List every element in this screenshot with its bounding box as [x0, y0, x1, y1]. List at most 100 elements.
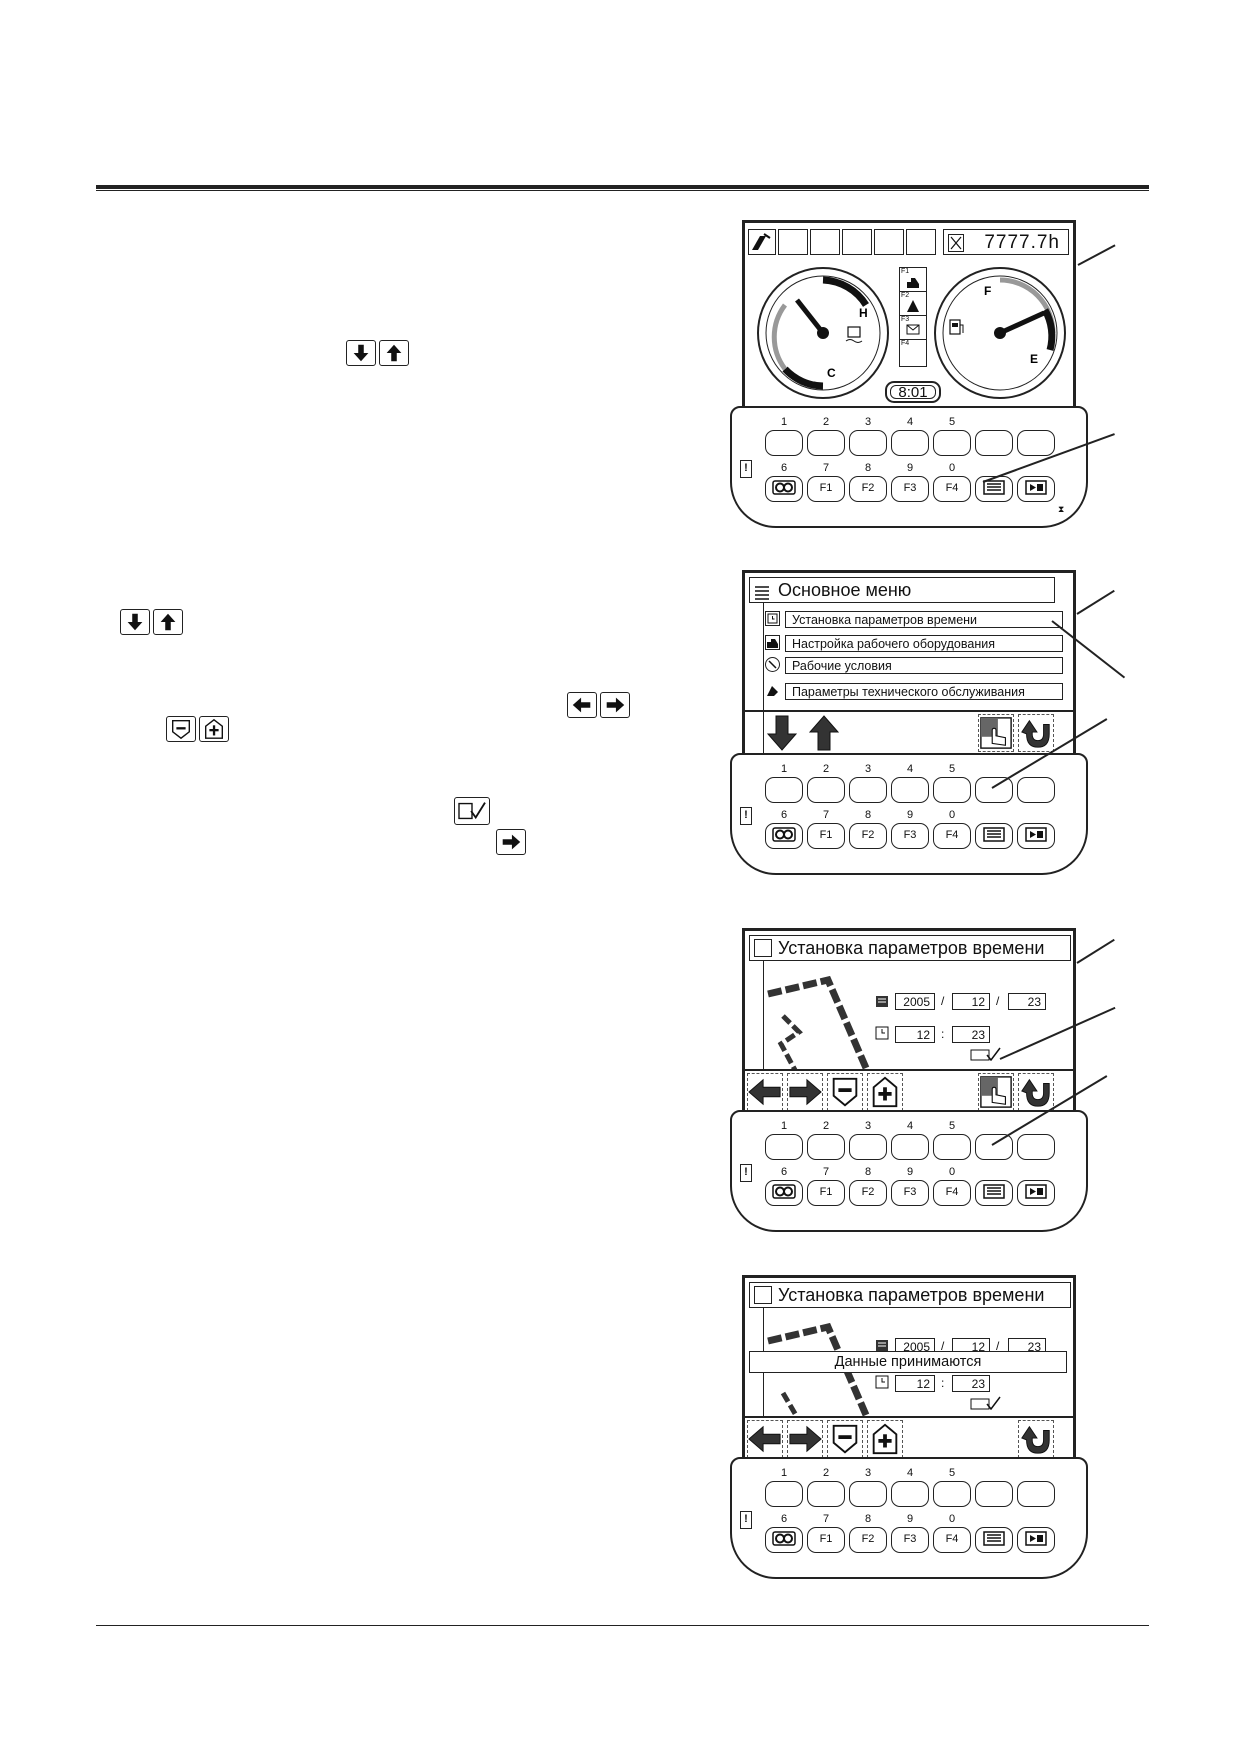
- key-5[interactable]: [933, 1134, 971, 1160]
- up-softkey[interactable]: [806, 714, 842, 752]
- camera-key[interactable]: [765, 1180, 803, 1206]
- right-softkey[interactable]: [787, 1073, 823, 1111]
- hour-field[interactable]: 12: [895, 1026, 935, 1043]
- f1-key[interactable]: F1: [807, 1180, 845, 1206]
- key-2[interactable]: [807, 1134, 845, 1160]
- fuel-empty-label: E: [1030, 352, 1038, 366]
- left-softkey[interactable]: [747, 1073, 783, 1111]
- f4-key[interactable]: F4: [933, 823, 971, 849]
- f3-key[interactable]: F3: [891, 823, 929, 849]
- key-1[interactable]: [765, 430, 803, 456]
- key-6-top[interactable]: [975, 777, 1013, 803]
- right-softkey[interactable]: [787, 1420, 823, 1458]
- key-2[interactable]: [807, 1481, 845, 1507]
- camera-key[interactable]: [765, 476, 803, 502]
- key-4[interactable]: [891, 777, 929, 803]
- minute-field[interactable]: 23: [952, 1375, 990, 1392]
- key-3[interactable]: [849, 430, 887, 456]
- camera-icon: [772, 1184, 796, 1199]
- key-1[interactable]: [765, 777, 803, 803]
- key-6-top[interactable]: [975, 1481, 1013, 1507]
- key-5[interactable]: [933, 777, 971, 803]
- menu-key[interactable]: [975, 823, 1013, 849]
- key-6-top[interactable]: [975, 1134, 1013, 1160]
- f3-key[interactable]: F3: [891, 1527, 929, 1553]
- top-rule-thin: [96, 190, 1149, 191]
- key-7-top[interactable]: [1017, 777, 1055, 803]
- enter-softkey[interactable]: [978, 1073, 1014, 1111]
- day-field[interactable]: 23: [1008, 1338, 1046, 1355]
- f4-key[interactable]: F4: [933, 476, 971, 502]
- key-7-top[interactable]: [1017, 1134, 1055, 1160]
- key-5[interactable]: [933, 430, 971, 456]
- key-3[interactable]: [849, 777, 887, 803]
- camera-key[interactable]: [765, 823, 803, 849]
- menu-item-attachment-settings[interactable]: Настройка рабочего оборудования: [785, 635, 1063, 652]
- camera-icon: [772, 1531, 796, 1546]
- menu-key[interactable]: [975, 476, 1013, 502]
- f1-key[interactable]: F1: [807, 476, 845, 502]
- monitor-panel-main: 7777.7h H C F1 F2 F3 F4: [730, 220, 1088, 545]
- key-3[interactable]: [849, 1481, 887, 1507]
- back-softkey[interactable]: [1018, 1420, 1054, 1458]
- key-4[interactable]: [891, 1134, 929, 1160]
- f2-key[interactable]: F2: [849, 1180, 887, 1206]
- key-7-top[interactable]: [1017, 430, 1055, 456]
- screen-switch-key[interactable]: [1017, 1527, 1055, 1553]
- key-6-top[interactable]: [975, 430, 1013, 456]
- up-arrow-icon: [808, 715, 840, 751]
- key-2[interactable]: [807, 430, 845, 456]
- down-softkey[interactable]: [764, 714, 800, 752]
- key-4[interactable]: [891, 1481, 929, 1507]
- menu-key[interactable]: [975, 1527, 1013, 1553]
- callout-arrow: [1076, 938, 1115, 964]
- left-softkey[interactable]: [747, 1420, 783, 1458]
- f4-key[interactable]: F4: [933, 1527, 971, 1553]
- left-arrow-key-icon: [567, 692, 597, 718]
- menu-item-time-settings[interactable]: Установка параметров времени: [785, 611, 1063, 628]
- time-separator: :: [941, 1376, 945, 1390]
- minute-field[interactable]: 23: [952, 1026, 990, 1043]
- key-3[interactable]: [849, 1134, 887, 1160]
- back-softkey[interactable]: [1018, 1073, 1054, 1111]
- screen-switch-key[interactable]: [1017, 1180, 1055, 1206]
- back-softkey[interactable]: [1018, 714, 1054, 752]
- confirm-check-icon[interactable]: [969, 1047, 1003, 1062]
- f2-key[interactable]: F2: [849, 823, 887, 849]
- indicator-row: [748, 229, 948, 255]
- f2-key[interactable]: F2: [849, 1527, 887, 1553]
- month-field[interactable]: 12: [952, 993, 990, 1010]
- key-2[interactable]: [807, 777, 845, 803]
- key-1[interactable]: [765, 1134, 803, 1160]
- key-7-top[interactable]: [1017, 1481, 1055, 1507]
- year-field[interactable]: 2005: [895, 1338, 935, 1355]
- key-5[interactable]: [933, 1481, 971, 1507]
- key-1[interactable]: [765, 1481, 803, 1507]
- menu-item-maintenance[interactable]: Параметры технического обслуживания: [785, 683, 1063, 700]
- f1-key[interactable]: F1: [807, 1527, 845, 1553]
- f3-key[interactable]: F3: [891, 476, 929, 502]
- f3-key[interactable]: F3: [891, 1180, 929, 1206]
- key-4[interactable]: [891, 430, 929, 456]
- screen-switch-key[interactable]: [1017, 823, 1055, 849]
- year-field[interactable]: 2005: [895, 993, 935, 1010]
- f2-key[interactable]: F2: [849, 476, 887, 502]
- key-number-label: 4: [906, 1120, 914, 1132]
- plus-softkey[interactable]: [867, 1420, 903, 1458]
- screen-switch-key[interactable]: [1017, 476, 1055, 502]
- camera-key[interactable]: [765, 1527, 803, 1553]
- f1-key[interactable]: F1: [807, 823, 845, 849]
- menu-key[interactable]: [975, 1180, 1013, 1206]
- minus-softkey[interactable]: [827, 1073, 863, 1111]
- minus-softkey[interactable]: [827, 1420, 863, 1458]
- screen-switch-icon: [1025, 1531, 1047, 1546]
- enter-softkey[interactable]: [978, 714, 1014, 752]
- monitor-screen: 7777.7h H C F1 F2 F3 F4: [742, 220, 1076, 410]
- plus-softkey[interactable]: [867, 1073, 903, 1111]
- day-field[interactable]: 23: [1008, 993, 1046, 1010]
- confirm-check-icon[interactable]: [969, 1396, 1003, 1411]
- hour-field[interactable]: 12: [895, 1375, 935, 1392]
- keypad: 1 2 3 4 5 ! 6 7 8 9 0 F1 F2 F3 F4 ⧗: [730, 406, 1088, 528]
- f4-key[interactable]: F4: [933, 1180, 971, 1206]
- menu-item-work-conditions[interactable]: Рабочие условия: [785, 657, 1063, 674]
